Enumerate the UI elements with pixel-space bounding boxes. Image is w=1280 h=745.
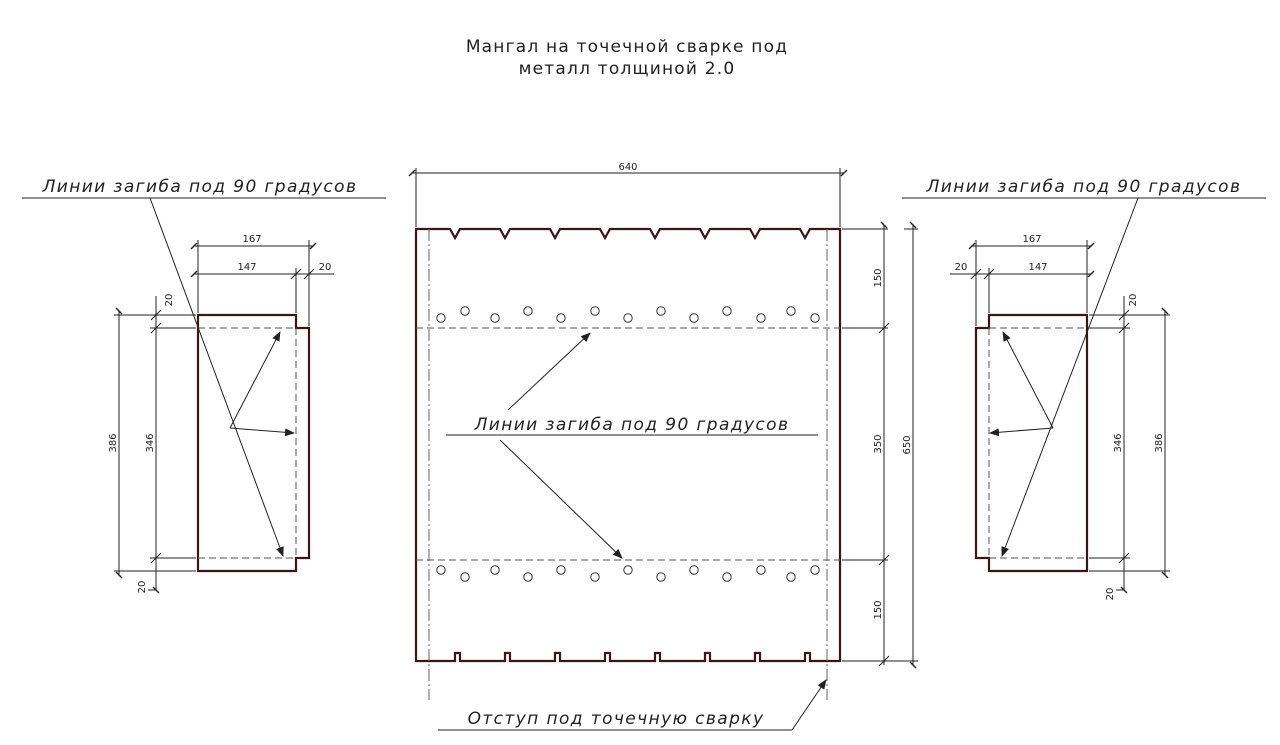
- weld-hole: [523, 306, 533, 316]
- dim-right-heights: 386 346 20 20: [1089, 294, 1170, 601]
- weld-hole: [656, 572, 666, 582]
- weld-hole: [689, 565, 699, 575]
- dim-left-outer-width-text: 167: [242, 234, 261, 245]
- leader-arrow-top: [507, 332, 591, 411]
- weld-hole: [689, 313, 699, 323]
- weld-hole: [722, 572, 732, 582]
- dim-left-bottom-flange-text: 20: [137, 581, 148, 594]
- title-line-1: Мангал на точечной сварке под: [466, 37, 788, 57]
- main-panel-outline: [414, 227, 842, 663]
- dim-main-width: 640: [408, 162, 848, 227]
- weld-hole: [810, 313, 820, 323]
- dim-left-widths: 167 147 20: [190, 234, 334, 326]
- dim-left-flange-text: 20: [319, 262, 332, 273]
- dim-left-inner-width-text: 147: [237, 262, 256, 273]
- leader-arrow-bottom: [499, 439, 623, 559]
- weld-offset-leader: [791, 679, 827, 731]
- weld-hole: [810, 565, 820, 575]
- left-leader-long: [149, 197, 284, 557]
- weld-hole: [460, 572, 470, 582]
- weld-hole: [722, 306, 732, 316]
- dim-main-top-text: 150: [873, 268, 884, 287]
- dim-right-outer-height-text: 386: [1154, 433, 1165, 452]
- weld-hole: [490, 313, 500, 323]
- drawing-title: Мангал на точечной сварке под металл тол…: [466, 37, 788, 79]
- weld-hole: [623, 565, 633, 575]
- dim-right-widths: 167 147 20: [950, 234, 1095, 326]
- weld-hole: [436, 565, 446, 575]
- dim-right-bottom-flange-text: 20: [1105, 588, 1116, 601]
- left-leader-top: [229, 331, 281, 429]
- dim-right-top-flange-text: 20: [1128, 294, 1139, 307]
- dim-main-middle-text: 350: [873, 434, 884, 453]
- bend-label-left: Линии загиба под 90 градусов: [42, 177, 358, 197]
- weld-hole: [623, 313, 633, 323]
- left-leader-mid: [229, 427, 295, 437]
- weld-hole: [590, 306, 600, 316]
- dim-main-height: 650: [902, 221, 918, 669]
- left-side-panel: Линии загиба под 90 градусов 167 147 20: [22, 177, 386, 594]
- dim-left-heights: 386 346 20 20: [108, 294, 196, 594]
- dim-right-outer-width-text: 167: [1022, 234, 1041, 245]
- dim-right-inner-height-text: 346: [1113, 433, 1124, 452]
- dim-main-width-text: 640: [618, 162, 637, 173]
- dim-left-inner-height-text: 346: [145, 433, 156, 452]
- weld-hole: [460, 306, 470, 316]
- weld-hole: [490, 565, 500, 575]
- weld-hole: [756, 565, 766, 575]
- dim-main-sections: 150 350 150: [842, 221, 918, 667]
- dim-right-flange-text: 20: [955, 262, 968, 273]
- right-leader-top: [1002, 331, 1054, 429]
- right-leader-long: [1001, 197, 1139, 557]
- weld-hole: [556, 313, 566, 323]
- right-panel-outline: [974, 313, 1089, 573]
- weld-hole: [556, 565, 566, 575]
- dim-right-inner-width-text: 147: [1028, 262, 1047, 273]
- weld-hole: [590, 572, 600, 582]
- weld-hole: [523, 572, 533, 582]
- weld-hole: [786, 306, 796, 316]
- dim-main-bottom-text: 150: [873, 600, 884, 619]
- dim-left-outer-height-text: 386: [108, 433, 119, 452]
- main-panel: Линии загиба под 90 градусов 640 150 350…: [408, 162, 918, 731]
- bend-label-center: Линии загиба под 90 градусов: [474, 415, 790, 435]
- right-leader-mid: [989, 427, 1054, 437]
- weld-hole: [756, 313, 766, 323]
- dim-left-top-flange-text: 20: [164, 294, 175, 307]
- title-line-2: металл толщиной 2.0: [519, 59, 736, 79]
- dim-main-height-text: 650: [902, 435, 913, 454]
- weld-hole: [656, 306, 666, 316]
- weld-hole: [786, 572, 796, 582]
- left-panel-outline: [196, 313, 311, 573]
- bend-label-right: Линии загиба под 90 градусов: [926, 177, 1242, 197]
- weld-offset-label: Отступ под точечную сварку: [468, 709, 765, 729]
- weld-holes-bottom: [436, 565, 820, 582]
- weld-holes-top: [436, 306, 820, 323]
- right-side-panel: Линии загиба под 90 градусов 167 147 20 …: [902, 177, 1266, 600]
- weld-hole: [436, 313, 446, 323]
